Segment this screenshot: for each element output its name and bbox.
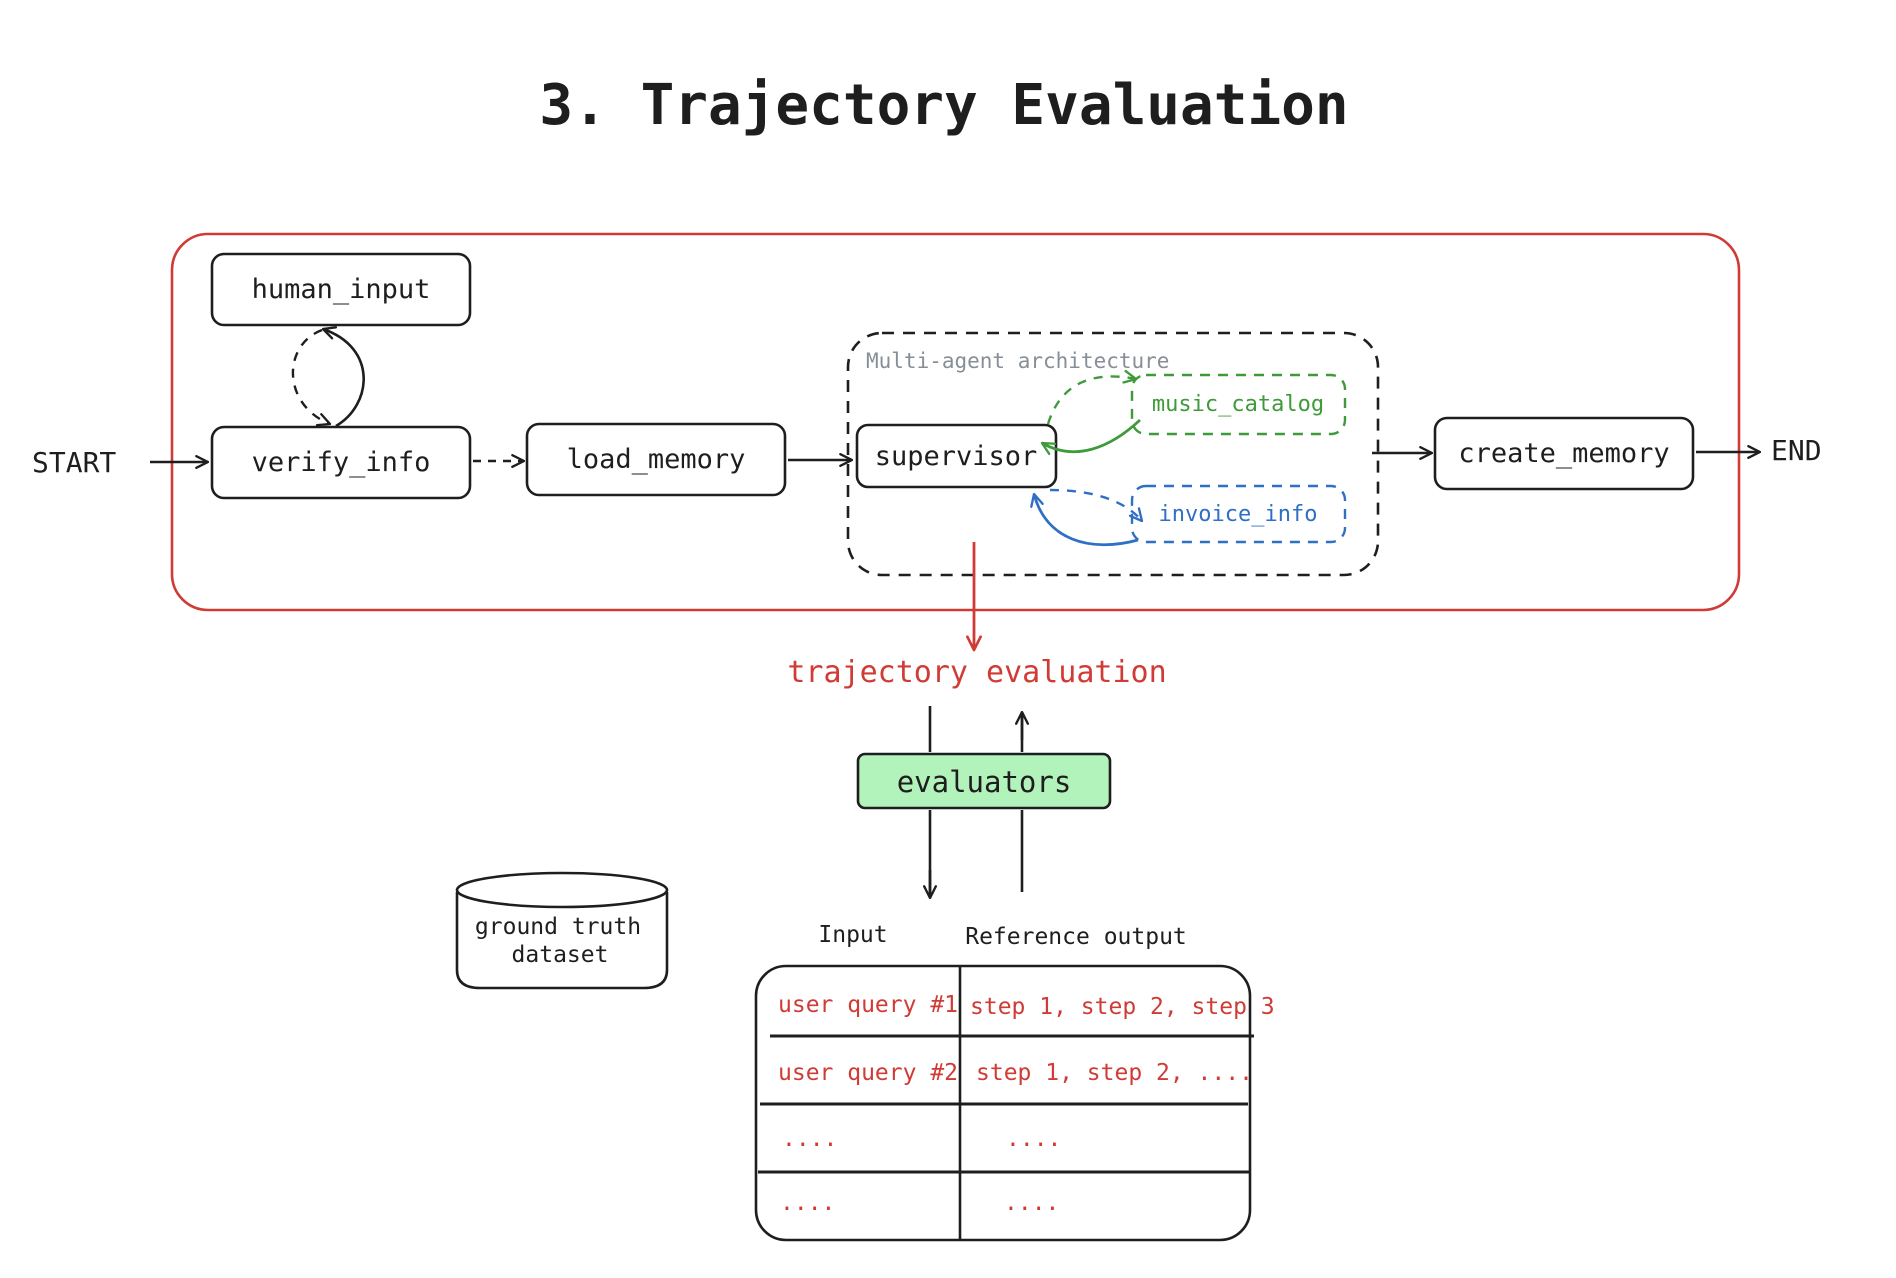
table-cell-reference: ....: [1004, 1190, 1059, 1216]
table-cell-input: user query #1: [778, 992, 958, 1018]
table-header-input: Input: [818, 922, 887, 948]
node-human-input[interactable]: human_input: [210, 252, 472, 327]
node-invoice-info[interactable]: invoice_info: [1130, 484, 1347, 544]
evaluators-label: evaluators: [897, 765, 1072, 799]
node-load-memory-label: load_memory: [567, 444, 746, 475]
node-verify-info[interactable]: verify_info: [210, 425, 472, 500]
edge-music-supervisor: [1040, 418, 1141, 456]
table-row: user query #2 step 1, step 2, ....: [778, 1060, 1253, 1086]
node-supervisor-label: supervisor: [875, 441, 1038, 472]
table-cell-input: ....: [782, 1126, 837, 1152]
table-cell-reference: step 1, step 2, ....: [976, 1060, 1253, 1086]
end-label: END: [1771, 434, 1822, 467]
table-row: .... ....: [782, 1126, 1061, 1152]
edge-supervisor-invoice: [1049, 488, 1144, 523]
page-title: 3. Trajectory Evaluation: [539, 73, 1348, 138]
ground-truth-dataset[interactable]: ground truth dataset: [455, 871, 669, 990]
dataset-table: user query #1 step 1, step 2, step 3 use…: [754, 964, 1275, 1242]
evaluators-box[interactable]: evaluators: [856, 752, 1112, 810]
multi-agent-label: Multi-agent architecture: [866, 349, 1169, 373]
node-create-memory[interactable]: create_memory: [1433, 416, 1695, 491]
table-cell-input: user query #2: [778, 1060, 958, 1086]
edge-human-verify: [291, 328, 332, 427]
node-music-catalog-label: music_catalog: [1152, 392, 1324, 417]
edge-invoice-supervisor: [1030, 492, 1139, 547]
table-row: user query #1 step 1, step 2, step 3: [778, 992, 1275, 1020]
dataset-label-line2: dataset: [512, 942, 609, 968]
table-row: .... ....: [780, 1190, 1059, 1216]
graph-boundary: [170, 232, 1741, 612]
edge-supervisor-music: [1046, 369, 1138, 425]
table-cell-reference: ....: [1006, 1126, 1061, 1152]
node-load-memory[interactable]: load_memory: [525, 422, 787, 497]
node-supervisor[interactable]: supervisor: [855, 423, 1058, 489]
trajectory-evaluation-label: trajectory evaluation: [787, 655, 1166, 690]
node-invoice-info-label: invoice_info: [1159, 502, 1318, 527]
edge-verify-human: [321, 326, 365, 428]
node-human-input-label: human_input: [252, 274, 431, 305]
node-music-catalog[interactable]: music_catalog: [1130, 373, 1347, 436]
table-cell-input: ....: [780, 1190, 835, 1216]
table-header-reference-output: Reference output: [965, 924, 1187, 950]
node-create-memory-label: create_memory: [1458, 438, 1669, 469]
dataset-label-line1: ground truth: [475, 914, 641, 940]
start-label: START: [32, 446, 116, 479]
table-cell-reference: step 1, step 2, step 3: [970, 994, 1275, 1020]
node-verify-info-label: verify_info: [252, 447, 431, 478]
